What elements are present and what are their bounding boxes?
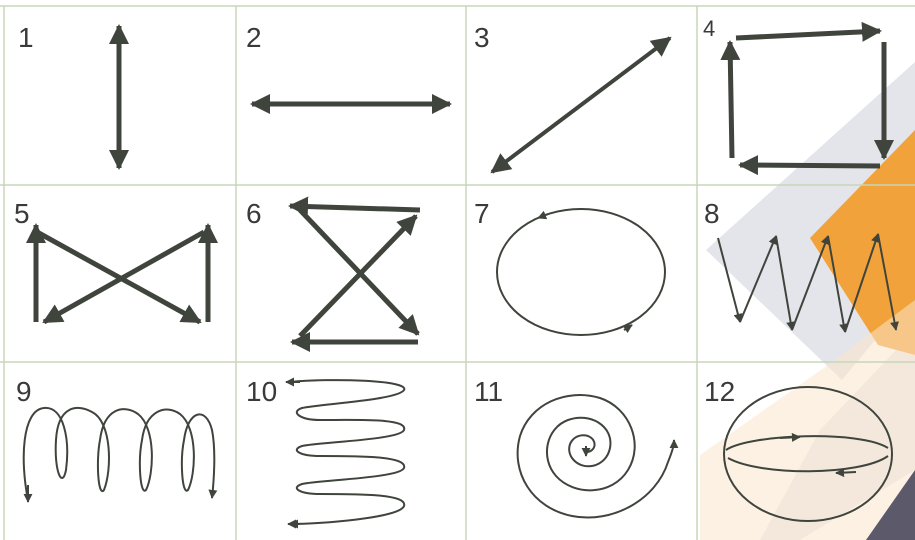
cell-label-9: 9 (16, 376, 32, 407)
pattern-8-zigzag (717, 233, 899, 333)
cell-label-8: 8 (704, 198, 720, 229)
pattern-10-spring (285, 377, 406, 529)
pattern-3-diagonal-arrow (490, 36, 672, 174)
cell-label-3: 3 (474, 22, 490, 53)
pattern-4-square (720, 21, 894, 176)
dark-triangle (866, 470, 915, 540)
cell-label-6: 6 (246, 198, 262, 229)
cell-label-1: 1 (18, 22, 34, 53)
pattern-11-spiral (516, 394, 679, 519)
peach-diamond (700, 300, 915, 540)
pattern-6-hourglass (288, 196, 421, 352)
cell-label-11: 11 (474, 376, 504, 407)
pattern-7-circle (496, 208, 666, 336)
cell-label-12: 12 (704, 376, 736, 407)
cell-label-10: 10 (246, 376, 278, 407)
cell-label-4: 4 (703, 16, 716, 41)
pattern-9-coil (22, 406, 218, 503)
cell-label-5: 5 (14, 198, 30, 229)
cell-label-7: 7 (474, 198, 490, 229)
grid-lines (0, 5, 915, 540)
pattern-12-sphere (723, 386, 893, 522)
pattern-5-bowtie (26, 223, 218, 325)
cell-label-2: 2 (246, 22, 262, 53)
orange-diamond (810, 130, 915, 355)
